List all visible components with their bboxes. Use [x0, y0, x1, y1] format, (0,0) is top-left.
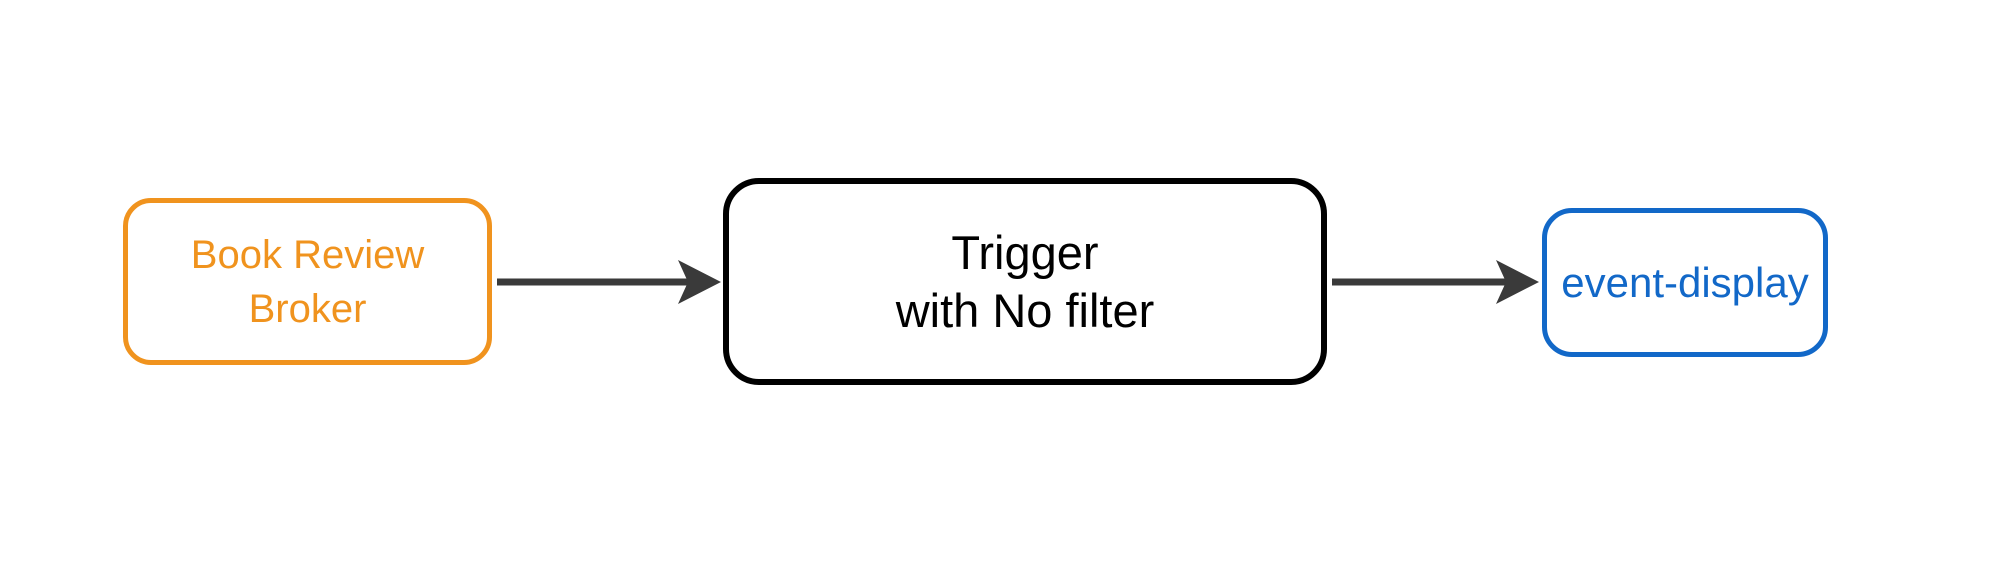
- arrowhead: [678, 260, 721, 304]
- node-label-line: Broker: [248, 286, 367, 331]
- node-label-line: Book Review: [190, 232, 425, 277]
- node-label-line: with No filter: [895, 283, 1155, 337]
- node-book-review-broker: Book Review Broker: [123, 198, 492, 365]
- node-label-line: Trigger: [951, 225, 1099, 279]
- arrow-trigger-to-event-display: [1332, 260, 1539, 304]
- node-event-display: event-display: [1542, 208, 1828, 357]
- node-trigger: Trigger with No filter: [723, 178, 1327, 385]
- arrowhead: [1496, 260, 1539, 304]
- node-label-line: event-display: [1561, 258, 1809, 306]
- arrow-broker-to-trigger: [497, 260, 721, 304]
